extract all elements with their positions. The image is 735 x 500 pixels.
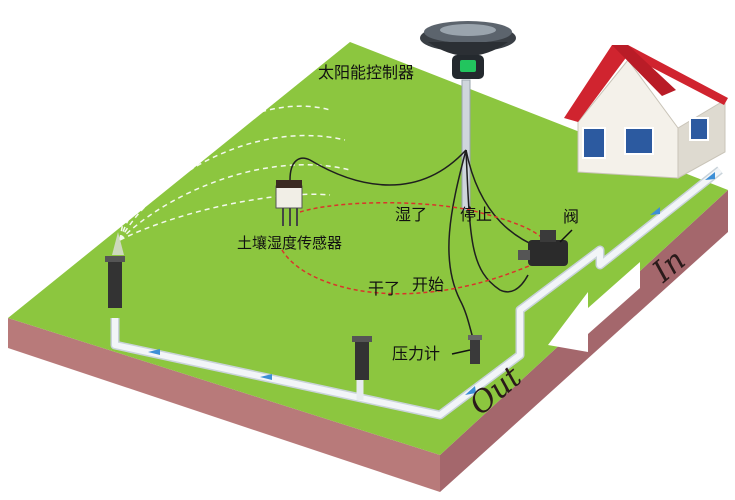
valve-icon <box>518 229 573 266</box>
start-label: 开始 <box>412 275 445 294</box>
soil-sensor-icon <box>275 180 303 226</box>
big-left-arrow-icon <box>548 262 640 352</box>
solar-controller-label: 太阳能控制器 <box>318 63 415 82</box>
solar-controller-icon <box>420 21 516 211</box>
pressure-gauge-label: 压力计 <box>392 344 441 363</box>
pressure-gauge-icon <box>451 335 482 364</box>
soil-sensor-label: 土壤湿度传感器 <box>237 234 343 252</box>
feedback-curves <box>281 202 549 295</box>
dry-label: 干了 <box>368 279 401 298</box>
wires <box>289 149 541 346</box>
house-icon <box>564 45 728 179</box>
soil-front-face <box>8 318 440 492</box>
sprinkler-icon-2 <box>352 336 372 380</box>
grass-surface <box>8 42 728 455</box>
flow-arrows <box>148 172 715 395</box>
valve-label: 阀 <box>563 207 580 226</box>
wet-label: 湿了 <box>395 205 428 224</box>
stop-label: 停止 <box>460 205 493 224</box>
sprinkler-icon <box>105 232 125 308</box>
